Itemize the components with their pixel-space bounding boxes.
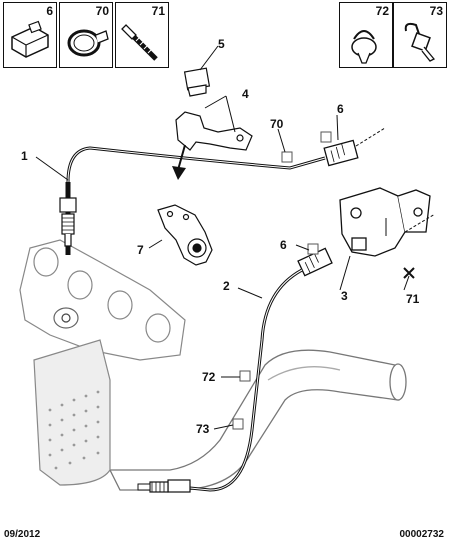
footer-date: 09/2012 xyxy=(4,529,41,540)
thumb-part-72[interactable]: 72 xyxy=(339,2,393,68)
connector-clip-icon xyxy=(11,20,49,58)
thumb-number: 6 xyxy=(46,4,53,18)
callout-3: 3 xyxy=(341,289,348,303)
callout-1: 1 xyxy=(21,149,28,163)
thumb-part-73[interactable]: 73 xyxy=(393,2,447,68)
assembly-arrow-head xyxy=(172,166,186,180)
clip-squares xyxy=(232,131,332,430)
thumb-number: 71 xyxy=(151,4,165,18)
callout-6-upper: 6 xyxy=(337,102,344,116)
clip-square-6b[interactable] xyxy=(307,243,319,255)
assembly-arrow xyxy=(177,144,186,171)
hose-clip-icon xyxy=(404,22,436,62)
callout-70: 70 xyxy=(270,117,284,131)
bolt-icon xyxy=(121,24,158,61)
exhaust-manifold xyxy=(19,239,186,361)
callout-5: 5 xyxy=(218,37,225,51)
bolt-marker-71[interactable] xyxy=(403,267,415,279)
mounting-bracket-3[interactable] xyxy=(339,187,436,257)
thumb-part-71[interactable]: 71 xyxy=(115,2,169,68)
downstream-oxygen-sensor[interactable] xyxy=(137,268,303,493)
callout-2: 2 xyxy=(223,279,230,293)
thumb-number: 72 xyxy=(375,4,389,18)
clip-square-73[interactable] xyxy=(232,418,244,430)
parts-thumbnail-strip: 6 70 71 72 73 xyxy=(0,0,450,72)
clip-square-72[interactable] xyxy=(239,370,251,382)
thumb-number: 73 xyxy=(429,4,443,18)
cable-clip-icon xyxy=(351,30,377,64)
callout-71: 71 xyxy=(406,292,420,306)
footer-reference: 00002732 xyxy=(399,529,445,540)
callout-72: 72 xyxy=(202,370,216,384)
thumb-part-6[interactable]: 6 xyxy=(3,2,57,68)
heat-shield-bracket[interactable] xyxy=(175,111,253,151)
callout-7: 7 xyxy=(137,243,144,257)
sensor-connector-upper[interactable] xyxy=(323,127,386,167)
clip-square-70[interactable] xyxy=(281,151,293,163)
cable-clamp-icon xyxy=(67,29,109,57)
callout-6-lower: 6 xyxy=(280,238,287,252)
catalytic-converter xyxy=(33,339,111,486)
thumb-number: 70 xyxy=(95,4,109,18)
cable-clip-5[interactable] xyxy=(183,67,211,97)
upstream-oxygen-sensor[interactable] xyxy=(59,146,326,255)
sensor-heat-shield-7[interactable] xyxy=(157,204,213,266)
callout-labels: 1 2 3 4 5 6 6 7 70 71 72 73 xyxy=(21,37,420,436)
callout-4: 4 xyxy=(242,87,249,101)
callout-73: 73 xyxy=(196,422,210,436)
thumb-part-70[interactable]: 70 xyxy=(59,2,113,68)
clip-square-6a[interactable] xyxy=(320,131,332,143)
leader-lines xyxy=(35,45,410,430)
